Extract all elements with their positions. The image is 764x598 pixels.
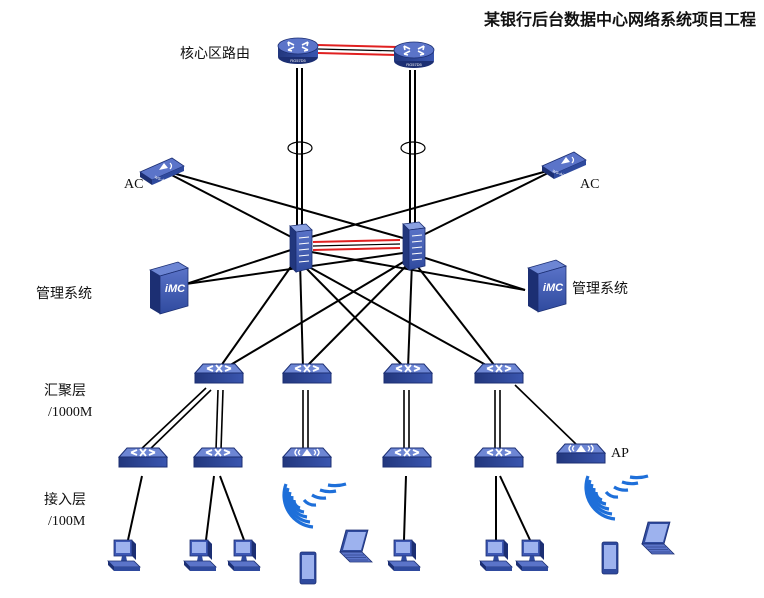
wifi-signal-right-icon xyxy=(584,474,649,521)
access-ap-1-icon xyxy=(282,447,332,468)
agg-switch-3-icon xyxy=(383,363,433,384)
access-ap-2-icon xyxy=(556,443,606,464)
imc-server-right-icon: iMC xyxy=(527,259,567,313)
laptop-2-icon xyxy=(641,521,675,555)
links-layer xyxy=(127,44,579,541)
tablet-1-icon xyxy=(299,551,317,585)
ap-label: AP xyxy=(611,446,629,461)
labels-layer: 某银行后台数据中心网络系统项目工程 核心区路由 AC AC 管理系统 管理系统 … xyxy=(36,10,756,529)
wifi-signal-left-icon xyxy=(282,482,347,529)
svg-text:WS-AC: WS-AC xyxy=(552,168,566,178)
svg-text:iMC: iMC xyxy=(165,283,186,295)
access-speed-label: /100M xyxy=(48,514,86,529)
core-router-right-icon: RG57D5 xyxy=(393,41,435,69)
pc-5-icon xyxy=(479,539,513,572)
ac-right-label: AC xyxy=(580,177,599,192)
core-router-left-icon: RG57D5 xyxy=(277,37,319,65)
imc-server-left-icon: iMC xyxy=(149,261,189,315)
access-switch-4-icon xyxy=(474,447,524,468)
aggregation-speed-label: /1000M xyxy=(48,405,93,420)
access-switch-2-icon xyxy=(193,447,243,468)
core-switch-left-icon xyxy=(289,223,313,273)
svg-text:WS-AC: WS-AC xyxy=(154,174,168,184)
core-router-label: 核心区路由 xyxy=(180,46,250,62)
pc-3-icon xyxy=(227,539,261,572)
ac-left-label: AC xyxy=(124,177,143,192)
pc-1-icon xyxy=(107,539,141,572)
tablet-2-icon xyxy=(601,541,619,575)
devices-layer: RG57D5 RG57D5 WS-AC WS-AC iMC iMC xyxy=(107,37,675,585)
laptop-1-icon xyxy=(339,529,373,563)
ac-left-icon: WS-AC xyxy=(139,157,185,186)
aggregation-layer-label: 汇聚层 xyxy=(44,383,86,399)
pc-4-icon xyxy=(387,539,421,572)
access-switch-3-icon xyxy=(382,447,432,468)
mgmt-left-label: 管理系统 xyxy=(36,286,92,302)
agg-switch-4-icon xyxy=(474,363,524,384)
svg-text:RG57D5: RG57D5 xyxy=(290,58,306,63)
access-switch-1-icon xyxy=(118,447,168,468)
mgmt-right-label: 管理系统 xyxy=(572,281,628,297)
core-switch-right-icon xyxy=(402,221,426,271)
diagram-title: 某银行后台数据中心网络系统项目工程 xyxy=(483,10,756,29)
svg-text:RG57D5: RG57D5 xyxy=(406,62,422,67)
access-layer-label: 接入层 xyxy=(44,491,86,508)
svg-text:iMC: iMC xyxy=(543,282,564,294)
pc-2-icon xyxy=(183,539,217,572)
pc-6-icon xyxy=(515,539,549,572)
ac-right-icon: WS-AC xyxy=(541,151,587,180)
agg-switch-1-icon xyxy=(194,363,244,384)
agg-switch-2-icon xyxy=(282,363,332,384)
